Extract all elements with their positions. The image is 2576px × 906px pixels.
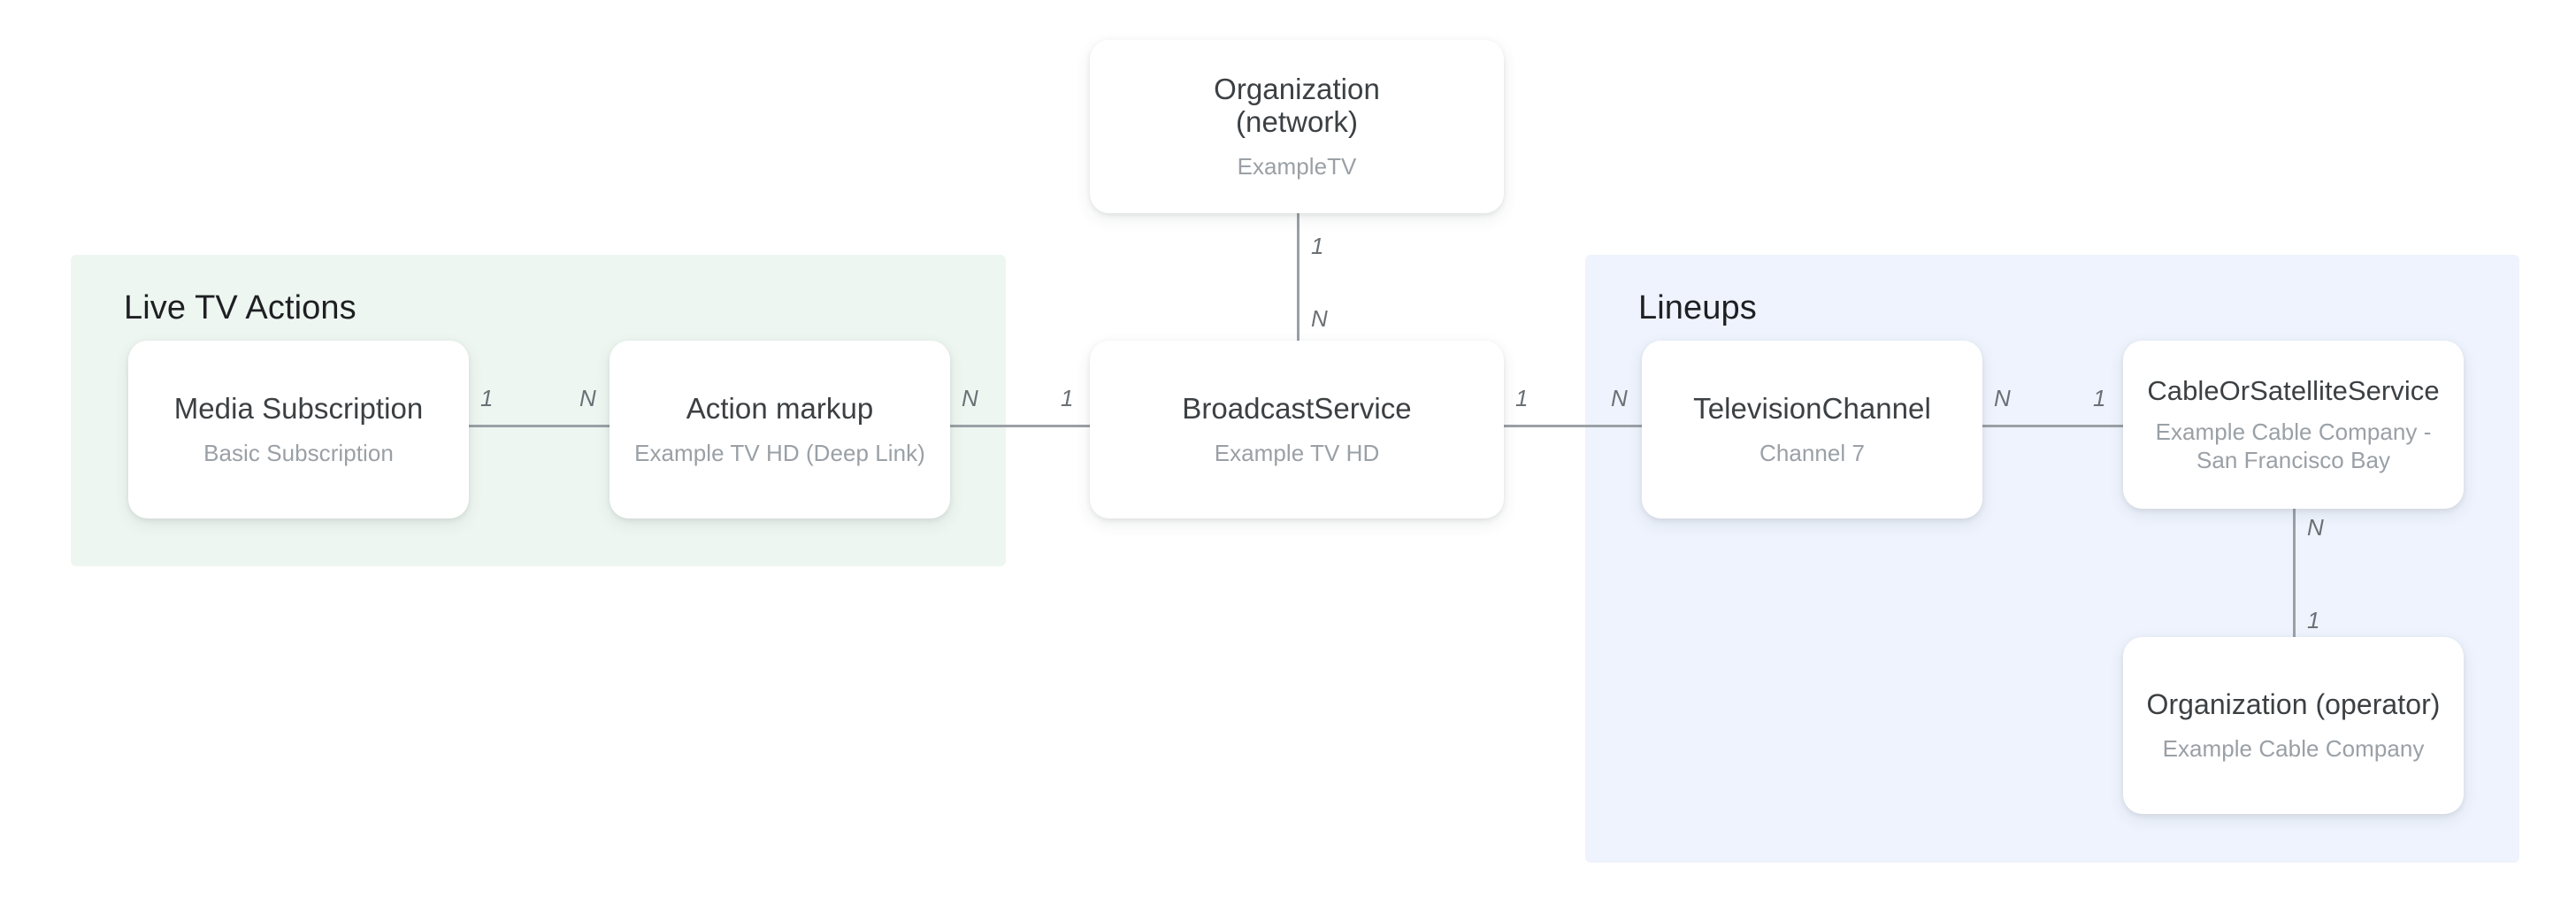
node-subtitle-broadcast-service: Example TV HD xyxy=(1214,439,1380,466)
node-subtitle-television-channel: Channel 7 xyxy=(1760,439,1865,466)
edge-organization-network-to-broadcast-service xyxy=(1297,213,1300,342)
cardinality-action-markup-n-right: N xyxy=(962,385,978,411)
node-title-action-markup: Action markup xyxy=(686,392,874,426)
cardinality-cable-or-satellite-service-one-left: 1 xyxy=(2093,385,2106,411)
node-television-channel[interactable]: TelevisionChannel Channel 7 xyxy=(1642,341,1982,518)
cardinality-action-markup-n-left: N xyxy=(579,385,596,411)
node-subtitle-action-markup: Example TV HD (Deep Link) xyxy=(634,439,925,466)
node-action-markup[interactable]: Action markup Example TV HD (Deep Link) xyxy=(610,341,950,518)
cardinality-cable-or-satellite-service-n-bottom: N xyxy=(2307,514,2324,541)
node-organization-operator[interactable]: Organization (operator) Example Cable Co… xyxy=(2123,637,2464,814)
node-title-media-subscription: Media Subscription xyxy=(173,392,424,426)
node-subtitle-media-subscription: Basic Subscription xyxy=(203,439,394,466)
edge-broadcast-service-to-television-channel xyxy=(1503,425,1643,427)
group-title-live-tv-actions: Live TV Actions xyxy=(124,289,356,326)
node-title-organization-network: Organization (network) xyxy=(1214,73,1380,139)
node-subtitle-organization-network: ExampleTV xyxy=(1237,153,1357,180)
node-subtitle-line-2: San Francisco Bay xyxy=(2196,446,2391,473)
node-cable-or-satellite-service[interactable]: CableOrSatelliteService Example Cable Co… xyxy=(2123,341,2464,509)
node-media-subscription[interactable]: Media Subscription Basic Subscription xyxy=(128,341,469,518)
edge-cable-or-satellite-service-to-organization-operator xyxy=(2293,509,2296,638)
cardinality-television-channel-n-right: N xyxy=(1994,385,2011,411)
edge-television-channel-to-cable-or-satellite-service xyxy=(1982,425,2125,427)
edge-media-subscription-to-action-markup xyxy=(468,425,610,427)
node-title-broadcast-service: BroadcastService xyxy=(1182,392,1412,426)
edge-action-markup-to-broadcast-service xyxy=(949,425,1091,427)
group-title-lineups: Lineups xyxy=(1638,289,1757,326)
cardinality-broadcast-service-one-left: 1 xyxy=(1061,385,1074,411)
node-title-line-2: (network) xyxy=(1236,105,1358,139)
cardinality-media-subscription-one: 1 xyxy=(480,385,494,411)
node-title-television-channel: TelevisionChannel xyxy=(1693,392,1931,426)
node-subtitle-organization-operator: Example Cable Company xyxy=(2162,734,2425,762)
cardinality-organization-network-one: 1 xyxy=(1311,233,1324,259)
cardinality-television-channel-n-left: N xyxy=(1611,385,1628,411)
node-subtitle-cable-or-satellite-service: Example Cable Company - San Francisco Ba… xyxy=(2156,418,2432,473)
node-title-cable-or-satellite-service: CableOrSatelliteService xyxy=(2147,375,2440,407)
node-organization-network[interactable]: Organization (network) ExampleTV xyxy=(1090,40,1504,213)
node-title-line-1: Organization xyxy=(1214,72,1380,105)
cardinality-broadcast-service-n-top: N xyxy=(1311,305,1328,332)
node-title-organization-operator: Organization (operator) xyxy=(2146,688,2441,721)
cardinality-broadcast-service-one-right: 1 xyxy=(1515,385,1529,411)
cardinality-organization-operator-one-top: 1 xyxy=(2307,607,2320,633)
node-broadcast-service[interactable]: BroadcastService Example TV HD xyxy=(1090,341,1504,518)
node-subtitle-line-1: Example Cable Company - xyxy=(2155,418,2432,446)
